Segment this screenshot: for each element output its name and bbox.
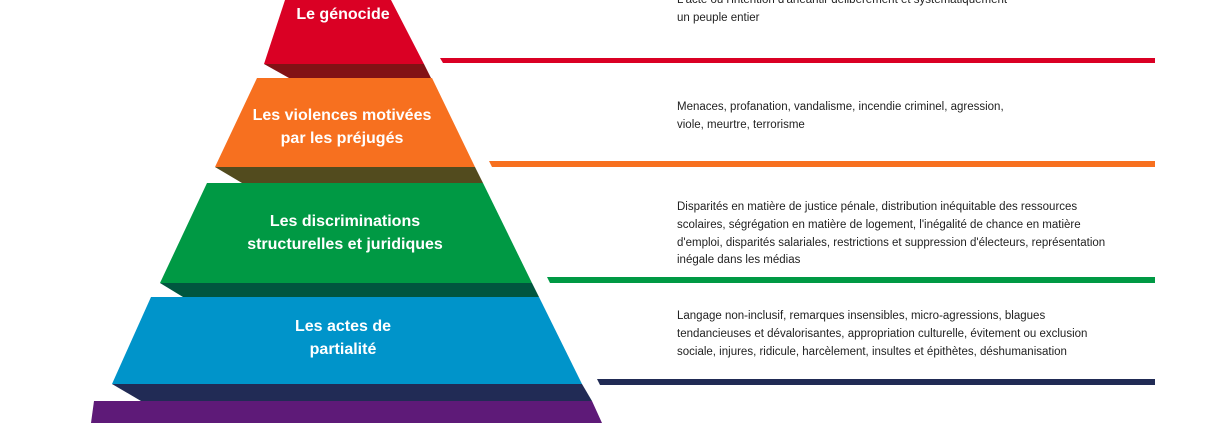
tier-label-line: partialité bbox=[309, 341, 377, 358]
tier-label-line: structurelles et juridiques bbox=[247, 236, 443, 253]
divider-partialite bbox=[597, 379, 1155, 385]
description-line: Langage non-inclusif, remarques insensib… bbox=[677, 310, 1046, 322]
description-discriminations: Disparités en matière de justice pénale,… bbox=[677, 199, 1105, 270]
description-genocide: L'acte ou l'intention d'anéantir délibér… bbox=[677, 0, 1007, 28]
tier-base bbox=[91, 401, 602, 423]
tier-partialite bbox=[112, 297, 582, 384]
tier-discriminations-shadow bbox=[160, 283, 539, 297]
description-line: scolaires, ségrégation en matière de log… bbox=[677, 218, 1081, 231]
divider-discriminations bbox=[547, 277, 1155, 283]
tier-label-line: Les violences motivées bbox=[252, 107, 432, 124]
description-line: Disparités en matière de justice pénale,… bbox=[677, 201, 1078, 213]
divider-violences bbox=[489, 161, 1155, 167]
tier-label-line: par les préjugés bbox=[280, 130, 404, 147]
description-line: L'acte ou l'intention d'anéantir délibér… bbox=[677, 0, 1008, 6]
description-line: viole, meurtre, terrorisme bbox=[677, 118, 805, 131]
description-line: tendancieuses et dévalorisantes, appropr… bbox=[677, 327, 1088, 340]
tier-label-line: Le génocide bbox=[296, 6, 390, 23]
tier-label-line: Les discriminations bbox=[269, 213, 421, 230]
description-line: sociale, injures, ridicule, harcèlement,… bbox=[677, 345, 1067, 358]
description-line: Menaces, profanation, vandalisme, incend… bbox=[677, 101, 1004, 113]
tier-violences-shadow bbox=[215, 167, 483, 183]
divider-genocide bbox=[440, 58, 1155, 63]
description-line: inégale dans les médias bbox=[677, 254, 801, 267]
tier-genocide bbox=[264, 0, 424, 64]
description-violences: Menaces, profanation, vandalisme, incend… bbox=[677, 99, 1004, 135]
tier-label-genocide: Le génocide bbox=[193, 3, 493, 26]
tier-label-violences: Les violences motivées par les préjugés bbox=[192, 104, 492, 150]
tier-label-discriminations: Les discriminations structurelles et jur… bbox=[195, 210, 495, 256]
description-line: d'emploi, disparités salariales, restric… bbox=[677, 236, 1106, 249]
description-line: un peuple entier bbox=[677, 11, 760, 24]
tier-label-partialite: Les actes de partialité bbox=[193, 315, 493, 361]
tier-partialite-shadow bbox=[112, 384, 592, 401]
tier-violences bbox=[215, 78, 475, 167]
description-partialite: Langage non-inclusif, remarques insensib… bbox=[677, 308, 1087, 361]
tier-genocide-shadow bbox=[264, 64, 431, 78]
tier-discriminations bbox=[160, 183, 532, 283]
tier-label-line: Les actes de bbox=[294, 318, 392, 335]
